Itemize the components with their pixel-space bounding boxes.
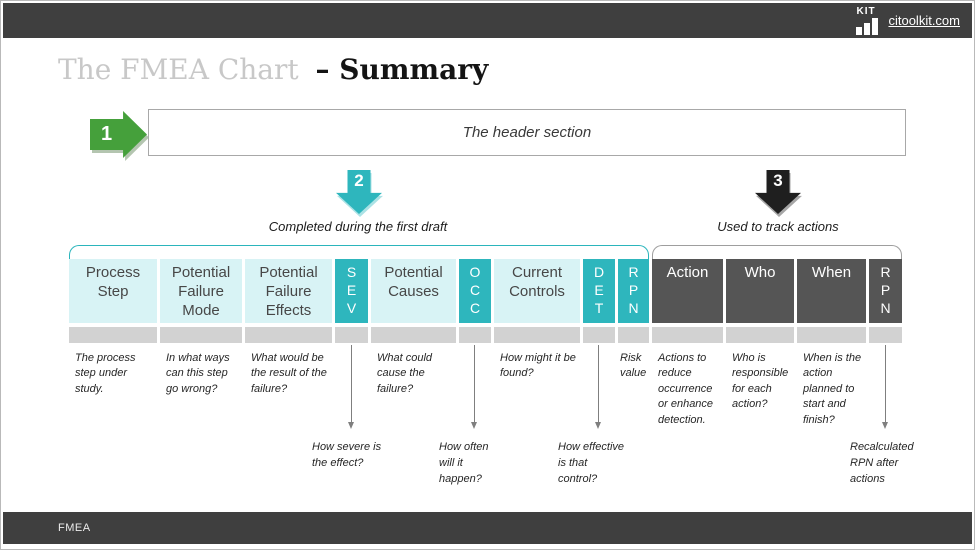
empty-row-cell (583, 327, 615, 343)
desc-potential-failure-effects: What would be the result of the failure? (251, 352, 327, 395)
header-cell-current-controls: Current Controls (494, 259, 580, 323)
citoolkit-logo: KIT (856, 5, 879, 35)
empty-row-cell (652, 327, 723, 343)
empty-row-cell (494, 327, 580, 343)
header-cell-action: Action (652, 259, 723, 323)
step2-arrow-icon: 2 (336, 170, 382, 214)
desc-rpn: Risk value (620, 352, 647, 380)
step3-number: 3 (773, 171, 783, 190)
step3-arrow-icon: 3 (755, 170, 801, 214)
occ-callout: How often will it happen? (439, 441, 489, 485)
desc-when: When is the action planned to start and … (803, 352, 862, 426)
desc-action: Actions to reduce occurrence or enhance … (658, 352, 714, 426)
step2-label: Completed during the first draft (268, 219, 448, 234)
empty-row-cell (459, 327, 491, 343)
empty-row-cell (618, 327, 649, 343)
step1-number: 1 (100, 122, 113, 145)
occ-drop-arrow (471, 345, 477, 429)
empty-row-cell (69, 327, 157, 343)
sev-callout: How severe is the effect? (312, 441, 382, 469)
empty-row-cell (726, 327, 794, 343)
header-section-label: The header section (462, 124, 592, 141)
desc-process-step: The process step under study. (75, 352, 136, 395)
empty-row-cell (160, 327, 242, 343)
rpn-recalc-drop-arrow (882, 345, 888, 429)
empty-row-cell (371, 327, 456, 343)
step2-number: 2 (354, 171, 364, 190)
first-draft-bracket (69, 245, 649, 260)
header-cell-rpn-recalc: R P N (869, 259, 902, 323)
header-cell-det: D E T (583, 259, 615, 323)
track-actions-bracket (652, 245, 902, 260)
header-cell-sev: S E V (335, 259, 368, 323)
fmea-table: Process Step Potential Failure Mode Pote… (69, 259, 902, 428)
header-cell-rpn: R P N (618, 259, 649, 323)
bar-chart-icon (856, 17, 879, 35)
title-emphasis: – Summary (315, 53, 489, 86)
desc-potential-causes: What could cause the failure? (377, 352, 433, 395)
det-callout: How effective is that control? (558, 441, 625, 485)
page-title: The FMEA Chart – Summary (58, 53, 488, 86)
desc-det-empty (583, 347, 615, 428)
top-bar: KIT citoolkit.com (3, 3, 972, 38)
empty-row-cell (797, 327, 866, 343)
bottom-bar: FMEA (3, 512, 972, 544)
header-cell-potential-failure-mode: Potential Failure Mode (160, 259, 242, 323)
header-section-box: The header section (148, 109, 906, 156)
site-link[interactable]: citoolkit.com (888, 13, 960, 28)
desc-who: Who is responsible for each action? (732, 352, 789, 411)
empty-row-cell (869, 327, 902, 343)
header-cell-occ: O C C (459, 259, 491, 323)
desc-potential-failure-mode: In what ways can this step go wrong? (166, 352, 230, 395)
header-cell-potential-failure-effects: Potential Failure Effects (245, 259, 332, 323)
header-cell-when: When (797, 259, 866, 323)
sev-drop-arrow (348, 345, 354, 429)
step3-label: Used to track actions (717, 219, 839, 234)
det-drop-arrow (595, 345, 601, 429)
logo-wordmark: KIT (856, 5, 876, 17)
header-cell-potential-causes: Potential Causes (371, 259, 456, 323)
footer-label: FMEA (58, 522, 91, 534)
empty-row-cell (335, 327, 368, 343)
desc-occ-empty (459, 347, 491, 428)
empty-row-cell (245, 327, 332, 343)
header-cell-who: Who (726, 259, 794, 323)
desc-current-controls: How might it be found? (500, 352, 576, 380)
rpn-recalc-callout: Recalculated RPN after actions (850, 441, 914, 485)
header-cell-process-step: Process Step (69, 259, 157, 323)
title-muted: The FMEA Chart (58, 53, 299, 86)
